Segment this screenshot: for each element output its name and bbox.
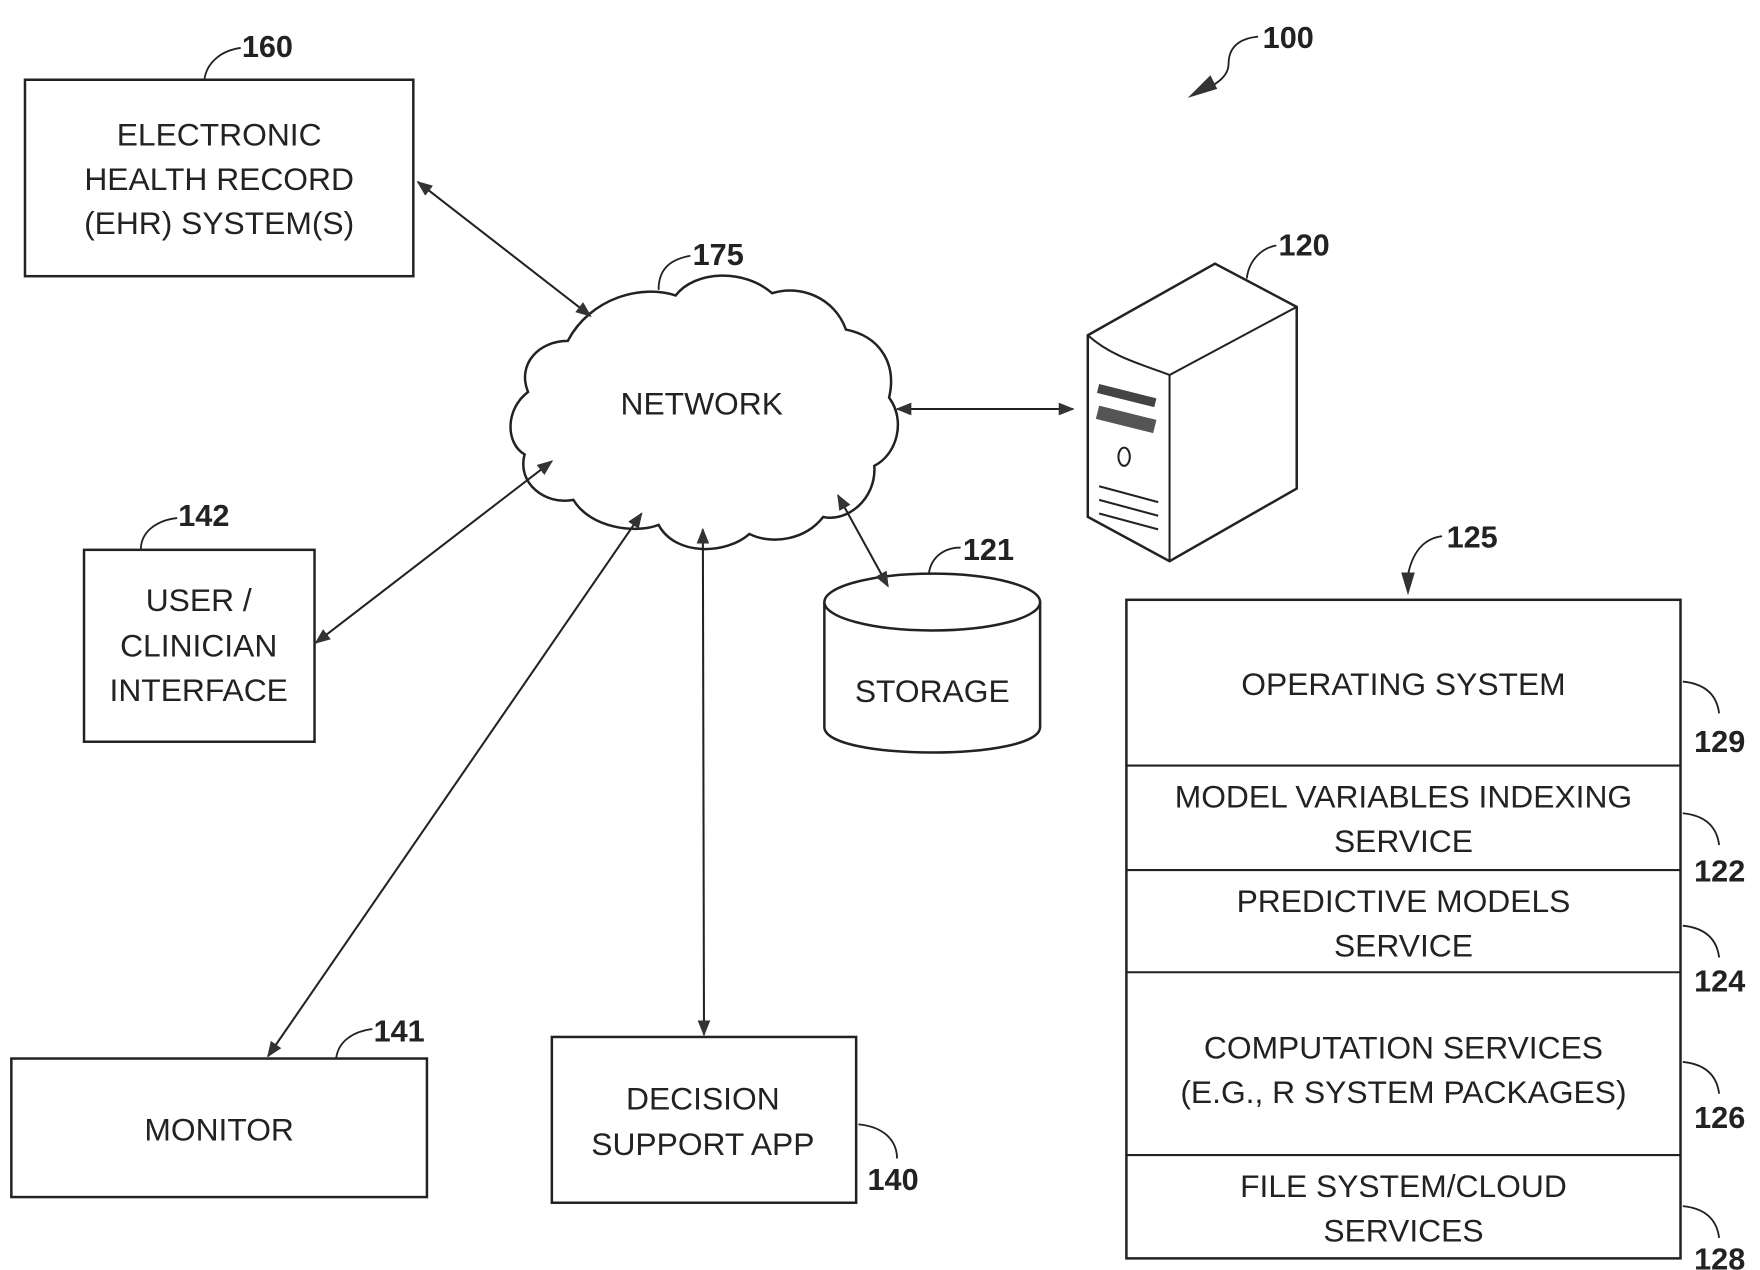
cs-ref-leader (1683, 1062, 1719, 1094)
monitor-ref: 141 (374, 1015, 425, 1049)
monitor-label: MONITOR (144, 1111, 294, 1147)
os-ref: 129 (1694, 725, 1745, 759)
server-ref: 120 (1279, 229, 1330, 263)
ehr-label-line-1: ELECTRONIC (117, 117, 322, 153)
network-ref: 175 (693, 238, 744, 272)
network-label: NETWORK (621, 386, 783, 422)
mvi-ref-leader (1683, 813, 1719, 845)
decision-app-line-2: SUPPORT APP (591, 1126, 814, 1162)
decision-app-ref: 140 (868, 1163, 919, 1197)
pm-label-line-2: SERVICE (1334, 927, 1473, 963)
ehr-label-line-3: (EHR) SYSTEM(S) (84, 205, 354, 241)
server-tower-icon (1088, 264, 1297, 561)
mvi-ref: 122 (1694, 854, 1745, 888)
fs-label-line-2: SERVICES (1323, 1212, 1483, 1248)
monitor-node[interactable]: MONITOR 141 (11, 1015, 427, 1198)
os-label: OPERATING SYSTEM (1241, 666, 1565, 702)
cs-label-line-2: (E.G., R SYSTEM PACKAGES) (1180, 1074, 1626, 1110)
mvi-label-line-1: MODEL VARIABLES INDEXING (1175, 779, 1632, 815)
connector-network-user-interface (316, 461, 552, 643)
storage-ref-leader (929, 548, 961, 574)
software-stack: 125 OPERATING SYSTEM 129 MODEL VARIABLES… (1126, 521, 1745, 1270)
mvi-label-line-2: SERVICE (1334, 823, 1473, 859)
user-interface-ref-leader (141, 518, 177, 550)
pm-label-line-1: PREDICTIVE MODELS (1237, 883, 1571, 919)
user-interface-line-1: USER / (146, 582, 252, 618)
figure-arrowhead-icon (1188, 75, 1218, 98)
database-cylinder-icon (824, 574, 1040, 753)
connector-network-monitor (268, 514, 642, 1057)
stack-ref: 125 (1447, 521, 1498, 555)
stack-ref-arrowhead-icon (1401, 573, 1415, 596)
ehr-ref: 160 (242, 30, 293, 64)
user-interface-line-2: CLINICIAN (120, 628, 277, 664)
fs-ref: 128 (1694, 1243, 1745, 1270)
user-interface-line-3: INTERFACE (110, 672, 288, 708)
server-ref-leader (1247, 246, 1277, 279)
connector-network-decision-app (703, 529, 704, 1034)
decision-app-ref-leader (858, 1124, 897, 1158)
decision-app-line-1: DECISION (626, 1081, 780, 1117)
pm-ref-leader (1683, 926, 1719, 958)
storage-label: STORAGE (855, 673, 1010, 709)
ehr-ref-leader (204, 48, 240, 80)
connector-ehr-network (418, 182, 591, 316)
storage-ref: 121 (963, 533, 1014, 567)
fs-label-line-1: FILE SYSTEM/CLOUD (1240, 1168, 1567, 1204)
fs-ref-leader (1683, 1206, 1719, 1238)
storage-node[interactable]: STORAGE 121 (824, 533, 1040, 752)
decision-app-box (552, 1037, 856, 1203)
cs-ref: 126 (1694, 1101, 1745, 1135)
figure-ref-100: 100 (1188, 21, 1314, 98)
cs-label-line-1: COMPUTATION SERVICES (1204, 1030, 1603, 1066)
network-node[interactable]: NETWORK 175 (511, 238, 898, 549)
os-ref-leader (1683, 682, 1719, 714)
user-clinician-interface-node[interactable]: USER / CLINICIAN INTERFACE 142 (84, 499, 315, 742)
monitor-ref-leader (336, 1029, 372, 1059)
user-interface-ref: 142 (178, 499, 229, 533)
decision-support-app-node[interactable]: DECISION SUPPORT APP 140 (552, 1037, 919, 1203)
pm-ref: 124 (1694, 965, 1745, 999)
server-node[interactable]: 120 (1088, 229, 1330, 561)
ehr-system-node[interactable]: ELECTRONIC HEALTH RECORD (EHR) SYSTEM(S)… (25, 30, 413, 276)
stack-ref-leader (1408, 536, 1442, 575)
ehr-label-line-2: HEALTH RECORD (84, 161, 354, 197)
connector-network-storage (838, 495, 888, 586)
figure-number: 100 (1263, 21, 1314, 55)
